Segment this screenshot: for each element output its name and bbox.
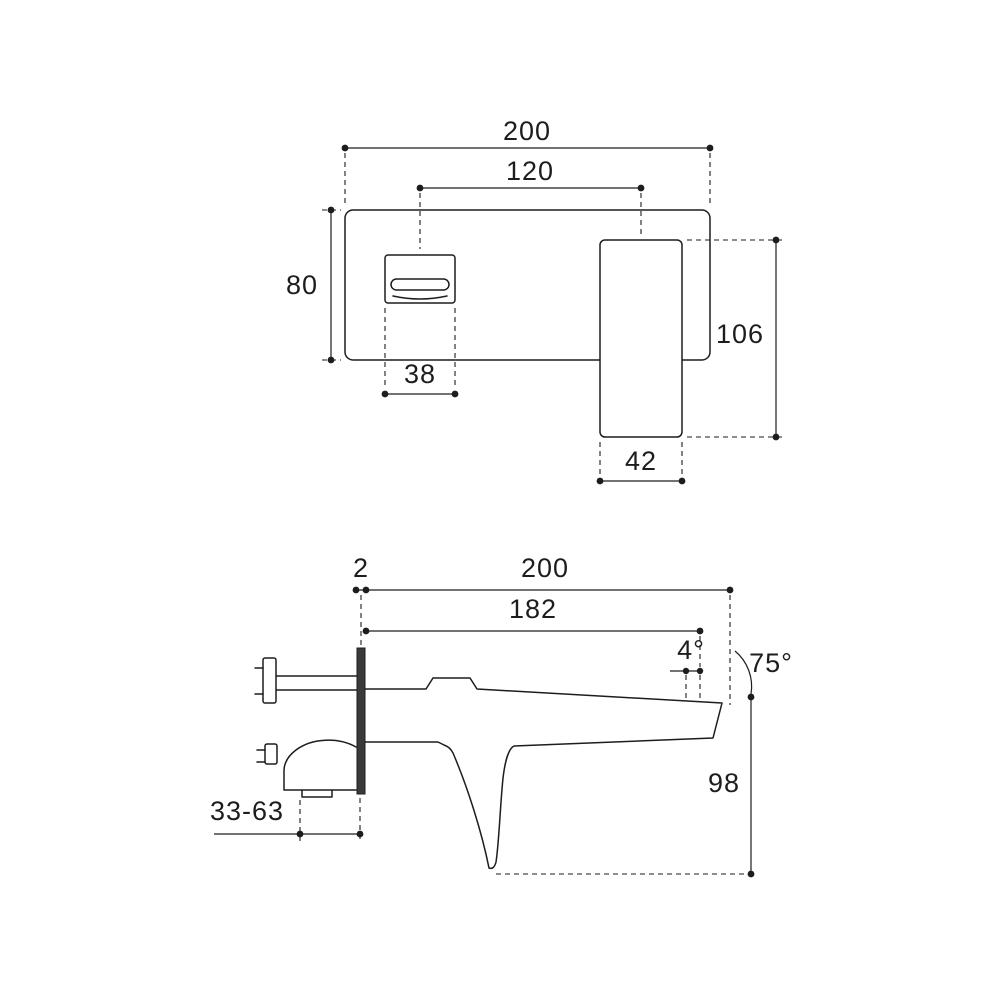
- dim-side-spout-reach: 182: [362, 594, 704, 667]
- dimension-endpoint-dot: [296, 830, 304, 838]
- dimension-endpoint-dot: [356, 830, 364, 838]
- dim-side-spout-angle: 4°: [670, 635, 705, 701]
- dimension-endpoint-dot: [596, 477, 604, 485]
- dimension-endpoint-dot: [362, 627, 370, 635]
- side-view: 2 200 182 4° 75°: [210, 553, 793, 878]
- extension-line: [384, 308, 456, 388]
- dim-label-centre-distance: 120: [506, 156, 554, 186]
- upper-flange-ticks: [254, 667, 264, 695]
- dim-label-spout-height: 106: [716, 319, 764, 349]
- dim-side-outlet-drop: 98: [496, 693, 755, 878]
- dimension-endpoint-dot: [416, 184, 424, 192]
- dimension-endpoint-dot: [381, 390, 389, 398]
- dim-front-plate-height: 80: [286, 206, 341, 364]
- dimension-endpoint-dot: [451, 390, 459, 398]
- valve-body-outline: [283, 739, 357, 791]
- dim-front-total-width: 200: [341, 116, 714, 205]
- dim-label-total-width: 200: [503, 116, 551, 146]
- upper-mounting-flange: [262, 657, 277, 704]
- dim-front-spout-height: 106: [687, 236, 783, 441]
- dim-label-wall-depth-range: 33-63: [210, 796, 284, 826]
- dim-label-total-reach: 200: [521, 553, 569, 583]
- dim-front-spout-width: 42: [596, 442, 686, 487]
- extension-line: [419, 193, 642, 249]
- dimension-endpoint-dot: [327, 356, 335, 364]
- handle-front: [384, 254, 456, 304]
- valve-body-stub: [301, 789, 333, 798]
- dimension-endpoint-dot: [637, 184, 645, 192]
- extension-line: [687, 239, 783, 438]
- spout-front-outline: [599, 239, 683, 438]
- dim-label-plate-thickness: 2: [353, 553, 369, 583]
- dim-label-plate-height: 80: [286, 270, 318, 300]
- dimension-endpoint-dot: [696, 667, 704, 675]
- spout-and-lever-profile: [363, 677, 723, 870]
- dim-label-outlet-angle: 75°: [749, 648, 793, 678]
- lower-flange-ticks: [256, 749, 266, 763]
- dimension-endpoint-dot: [696, 627, 704, 635]
- handle-lever-edge-line: [392, 295, 448, 300]
- dimension-endpoint-dot: [726, 586, 734, 594]
- dim-side-outlet-angle: 75°: [734, 648, 793, 695]
- wall-plate-edge: [356, 647, 366, 795]
- dim-side-total-reach: 200: [356, 553, 734, 705]
- dim-label-spout-angle: 4°: [677, 635, 705, 665]
- lower-mounting-flange: [264, 743, 278, 765]
- dim-label-spout-reach: 182: [509, 594, 557, 624]
- dimension-endpoint-dot: [747, 870, 755, 878]
- dim-front-centre-distance: 120: [416, 156, 645, 249]
- dim-label-spout-width: 42: [625, 446, 657, 476]
- dimension-endpoint-dot: [682, 667, 690, 675]
- dimension-endpoint-dot: [327, 206, 335, 214]
- dimension-endpoint-dot: [772, 433, 780, 441]
- dimension-endpoint-dot: [678, 477, 686, 485]
- dim-front-handle-width: 38: [381, 308, 459, 398]
- front-view: 200 120 80 38: [286, 116, 783, 487]
- dimension-endpoint-dot: [747, 693, 755, 701]
- extension-line: [685, 675, 701, 701]
- dimension-endpoint-dot: [706, 144, 714, 152]
- dimension-endpoint-dot: [341, 144, 349, 152]
- dimension-endpoint-dot: [772, 236, 780, 244]
- dim-label-outlet-drop: 98: [708, 768, 740, 798]
- angle-arc: [734, 650, 753, 695]
- in-wall-body: [254, 657, 358, 798]
- extension-line: [299, 798, 361, 843]
- dim-label-handle-width: 38: [404, 359, 436, 389]
- dim-side-wall-depth-range: 33-63: [210, 796, 364, 843]
- handle-lever-slot: [390, 278, 450, 291]
- inlet-pipe-lines: [273, 675, 358, 691]
